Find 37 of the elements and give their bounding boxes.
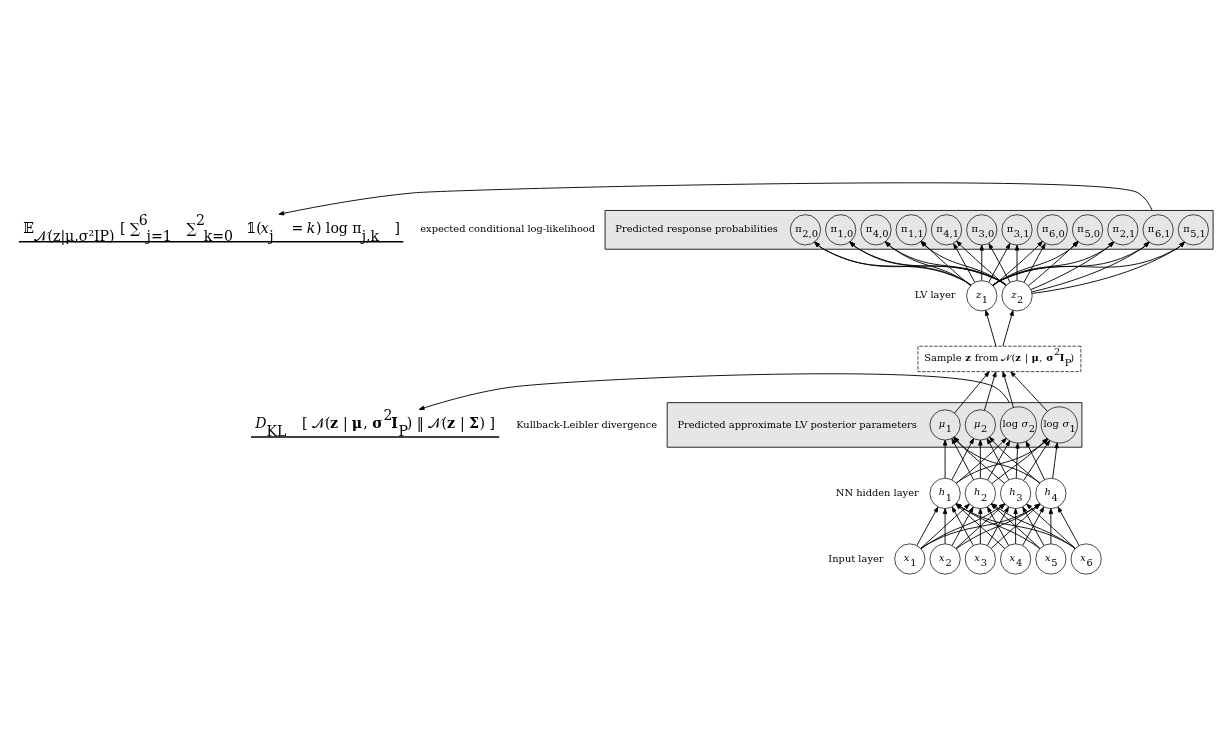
arrow [956,240,1007,286]
arrow [1025,441,1045,481]
node-label: Kullback-Leibler divergence [516,418,657,430]
arrow [988,243,1011,283]
arrow [942,508,948,545]
arrow [920,241,1007,286]
arrow [985,310,997,347]
arrow [953,243,976,283]
arrow [979,244,984,281]
arrow [1010,371,1048,412]
arrow [278,182,1153,216]
arrow [984,371,997,411]
label: Input layer [828,552,884,564]
node-label: expected conditional log-likelihood [420,223,596,235]
arrow [1015,442,1020,479]
arrow [951,506,974,546]
arrow [920,240,971,286]
arrow [1013,508,1018,545]
arrow [916,506,939,546]
arrow [942,439,948,479]
arrow [978,439,983,479]
arrow [1002,371,1014,408]
arrow [1052,442,1059,479]
arrow [978,508,983,545]
arrow [1057,506,1080,546]
arrow [418,373,1010,410]
arrow [1014,244,1020,281]
arrow [992,240,1043,287]
arrow [1002,310,1014,347]
label: NN hidden layer [835,487,919,499]
arrow [1023,243,1046,283]
arrow [1023,440,1051,481]
arrow [1022,506,1045,546]
label: LV layer [914,289,956,301]
arrow [954,371,990,414]
arrow [1026,503,1076,549]
arrow [1048,508,1054,545]
